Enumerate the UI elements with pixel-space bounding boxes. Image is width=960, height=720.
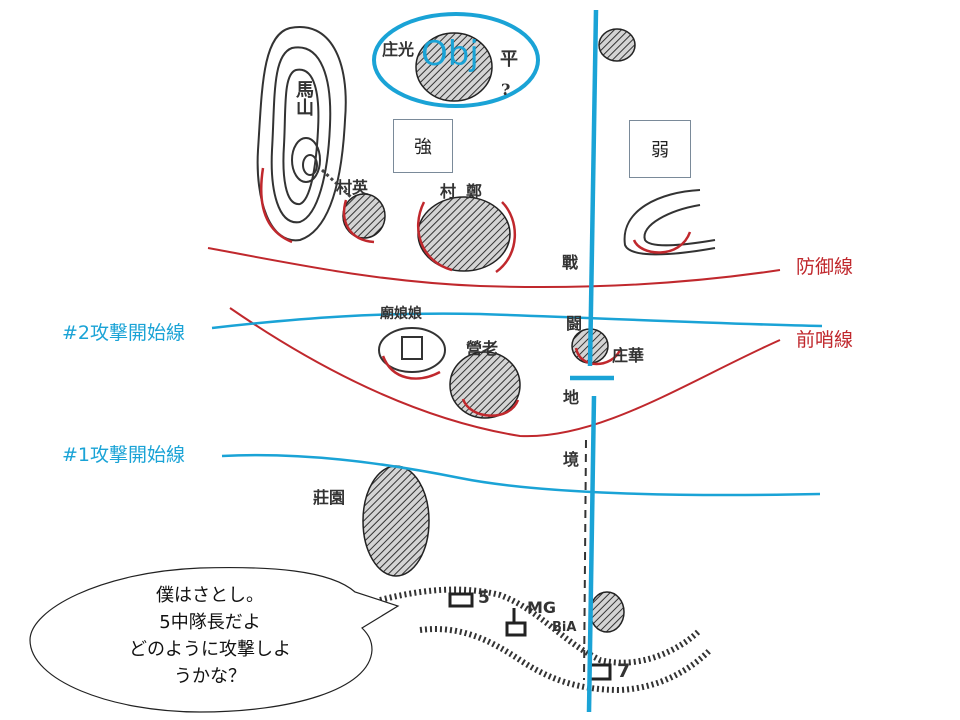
dou-label: 闘 [566, 314, 583, 333]
objective-ellipse [372, 12, 540, 108]
village-top-right-blob [598, 28, 636, 62]
village-zhuangguang-label: 庄光 [382, 40, 415, 59]
border-dashed [583, 439, 587, 681]
pingxing-label: 平 [500, 49, 518, 70]
weak-region-box: 弱 [629, 120, 691, 178]
village-zhuangguang-blob [415, 32, 493, 102]
village-ying-label: 村英 [336, 178, 369, 197]
temple-outline [378, 327, 446, 373]
village-bottom-blob [589, 591, 625, 633]
speech-line-4: うかな？ [174, 666, 246, 687]
speech-bubble [29, 566, 400, 713]
dotted-path [320, 168, 354, 200]
boundary-line-upper [587, 9, 599, 367]
village-lao-blob [449, 351, 521, 419]
unit-5-label: 5 [478, 588, 490, 608]
attack-line-2 [211, 312, 823, 330]
speech-bubble-text: 僕はさとし。 5中隊長だよ どのように攻撃しよ うかな？ [60, 582, 360, 690]
attack-line-2-label: #2攻撃開始線 [62, 322, 186, 344]
enemy-position-arcs [259, 167, 692, 417]
speech-line-3: どのように攻撃しよ [129, 639, 291, 660]
defense-line [207, 247, 781, 289]
speech-line-1: 僕はさとし。 [156, 585, 264, 606]
outpost-line-label: 前哨線 [796, 329, 854, 351]
question-mark: ? [501, 80, 511, 99]
outpost-line [229, 307, 781, 438]
village-zheng-label: 村鄭 [440, 182, 493, 201]
jing-label: 境 [563, 450, 580, 469]
boundary-line-lower [586, 395, 597, 713]
strong-region-box: 強 [393, 119, 453, 173]
temple-label: 廟娘娘 [380, 306, 422, 322]
bia-label: BiA [552, 620, 577, 635]
village-lao-label: 營老 [466, 339, 499, 358]
zhan-label: 戰 [562, 253, 579, 272]
zhuangyuan-blob [362, 465, 430, 577]
mg-label: MG [527, 598, 557, 617]
zhuangyuan-label: 莊園 [313, 488, 346, 507]
speech-line-2: 5中隊長だよ [159, 612, 261, 633]
mashan-hill [256, 25, 347, 242]
attack-line-1 [221, 453, 821, 497]
unit-7-label: 7 [617, 660, 631, 682]
mashan-label: 馬山 [293, 80, 314, 116]
di-label: 地 [563, 388, 580, 407]
defense-line-label: 防御線 [796, 256, 854, 278]
ridge-contour [623, 189, 716, 256]
objective-label: Obj [421, 34, 479, 74]
village-hua-label: 庄華 [612, 346, 645, 365]
attack-line-1-label: #1攻撃開始線 [62, 444, 186, 466]
railway [379, 586, 713, 694]
